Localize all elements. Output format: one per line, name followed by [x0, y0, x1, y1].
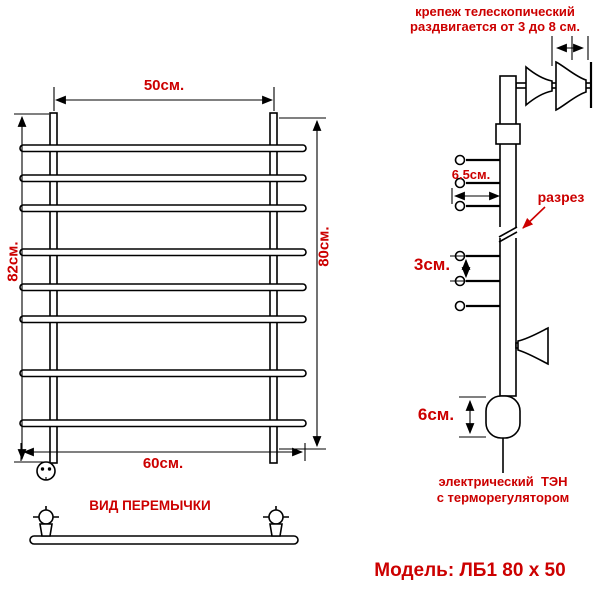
- dim-left-height-label: 82см.: [4, 241, 22, 282]
- lower-wall-bracket: [515, 326, 549, 366]
- heating-element: [485, 395, 521, 473]
- heater-label-line2: с терморегулятором: [436, 490, 570, 505]
- dimension-gap-3: [450, 255, 480, 282]
- dimension-depth-65: [451, 188, 501, 204]
- dim-depth-label: 6.5см.: [451, 167, 491, 182]
- dim-bottom-width-label: 60см.: [142, 455, 184, 472]
- crossbar-view: [29, 506, 299, 545]
- dim-top-width-label: 50см.: [143, 77, 185, 94]
- dimension-heater-6: [459, 396, 486, 438]
- dim-gap-label: 3см.: [413, 255, 451, 274]
- side-view: [450, 36, 593, 473]
- heater-label-line1: электрический ТЭН: [438, 474, 568, 489]
- mount-note-line2: раздвигается от 3 до 8 см.: [410, 19, 580, 34]
- dim-heater-label: 6см.: [417, 405, 455, 424]
- section-break: [498, 226, 518, 243]
- post-coupling: [495, 123, 521, 145]
- power-plug-icon: [36, 461, 56, 481]
- telescopic-mount: [515, 36, 593, 112]
- front-view-ladder: [14, 87, 326, 481]
- model-label: Модель: ЛБ1 80 х 50: [374, 560, 566, 581]
- rung-stubs-top: [454, 154, 500, 212]
- dim-right-height-label: 80см.: [315, 226, 333, 267]
- dimension-top-50: [53, 87, 275, 111]
- crossbar-view-title: ВИД ПЕРЕМЫЧКИ: [89, 498, 211, 513]
- section-arrow: [522, 206, 546, 229]
- dimension-bottom-60: [20, 443, 306, 461]
- section-label: разрез: [537, 189, 585, 205]
- crossbar-bracket-right: [263, 506, 289, 537]
- mount-note-line1: крепеж телескопический: [415, 4, 575, 19]
- ladder-rungs: [19, 144, 307, 428]
- crossbar-bracket-left: [33, 506, 59, 537]
